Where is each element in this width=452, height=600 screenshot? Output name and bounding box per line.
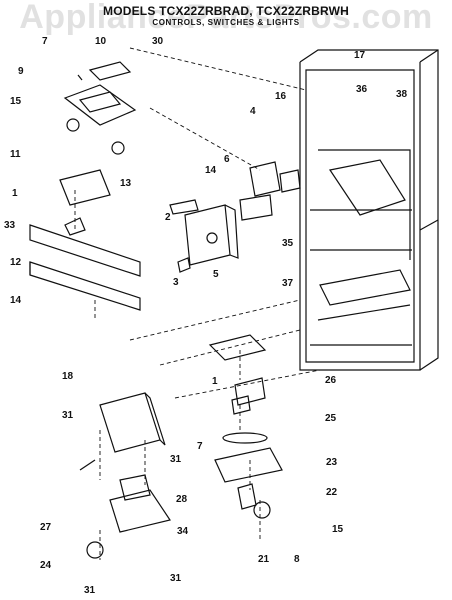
callout-17: 17 bbox=[354, 50, 366, 61]
callout-labels: 7 10 30 9 15 13 11 1 33 12 14 4 16 6 14 … bbox=[4, 36, 408, 596]
callout-35: 35 bbox=[282, 238, 294, 249]
callout-15-lower: 15 bbox=[332, 524, 344, 535]
callout-14-center: 14 bbox=[205, 165, 217, 176]
callout-30: 30 bbox=[152, 36, 164, 47]
callout-27: 27 bbox=[40, 522, 52, 533]
callout-25: 25 bbox=[325, 413, 337, 424]
callout-10: 10 bbox=[95, 36, 107, 47]
callout-18: 18 bbox=[62, 371, 74, 382]
callout-28: 28 bbox=[176, 494, 188, 505]
callout-2: 2 bbox=[165, 212, 171, 223]
diagram-title: MODELS TCX22ZRBRAD, TCX22ZRBRWH bbox=[103, 4, 349, 18]
callout-13: 13 bbox=[120, 178, 132, 189]
callout-33: 33 bbox=[4, 220, 16, 231]
callout-9: 9 bbox=[18, 66, 24, 77]
callout-7-lower: 7 bbox=[197, 441, 203, 452]
callout-6: 6 bbox=[224, 154, 230, 165]
callout-8: 8 bbox=[294, 554, 300, 565]
light-housing-assembly bbox=[63, 61, 137, 155]
callout-22: 22 bbox=[326, 487, 338, 498]
callout-11: 11 bbox=[10, 149, 21, 160]
callout-24: 24 bbox=[40, 560, 52, 571]
callout-34: 34 bbox=[177, 526, 189, 537]
light-shield bbox=[29, 224, 141, 311]
control-box bbox=[169, 161, 301, 273]
callout-31-a: 31 bbox=[62, 410, 74, 421]
callout-15: 15 bbox=[10, 96, 22, 107]
callout-7: 7 bbox=[42, 36, 48, 47]
callout-12: 12 bbox=[10, 257, 22, 268]
callout-31-b: 31 bbox=[170, 454, 182, 465]
callout-14: 14 bbox=[10, 295, 22, 306]
callout-3: 3 bbox=[173, 277, 179, 288]
callout-26: 26 bbox=[325, 375, 337, 386]
callout-38: 38 bbox=[396, 89, 408, 100]
callout-21: 21 bbox=[258, 554, 270, 565]
bracket-and-switch bbox=[59, 169, 111, 236]
callout-36: 36 bbox=[356, 84, 368, 95]
callout-16: 16 bbox=[275, 91, 287, 102]
refrigerator-cabinet bbox=[299, 49, 439, 371]
callout-5: 5 bbox=[213, 269, 219, 280]
lower-light-housing bbox=[79, 392, 171, 559]
callout-31-c: 31 bbox=[84, 585, 96, 596]
callout-4: 4 bbox=[250, 106, 256, 117]
lower-switch-assembly bbox=[208, 334, 283, 519]
callout-1-lower: 1 bbox=[212, 376, 218, 387]
callout-23: 23 bbox=[326, 457, 338, 468]
callout-31-d: 31 bbox=[170, 573, 182, 584]
callout-37: 37 bbox=[282, 278, 294, 289]
callout-1: 1 bbox=[12, 188, 18, 199]
diagram-subtitle: CONTROLS, SWITCHES & LIGHTS bbox=[152, 18, 300, 27]
